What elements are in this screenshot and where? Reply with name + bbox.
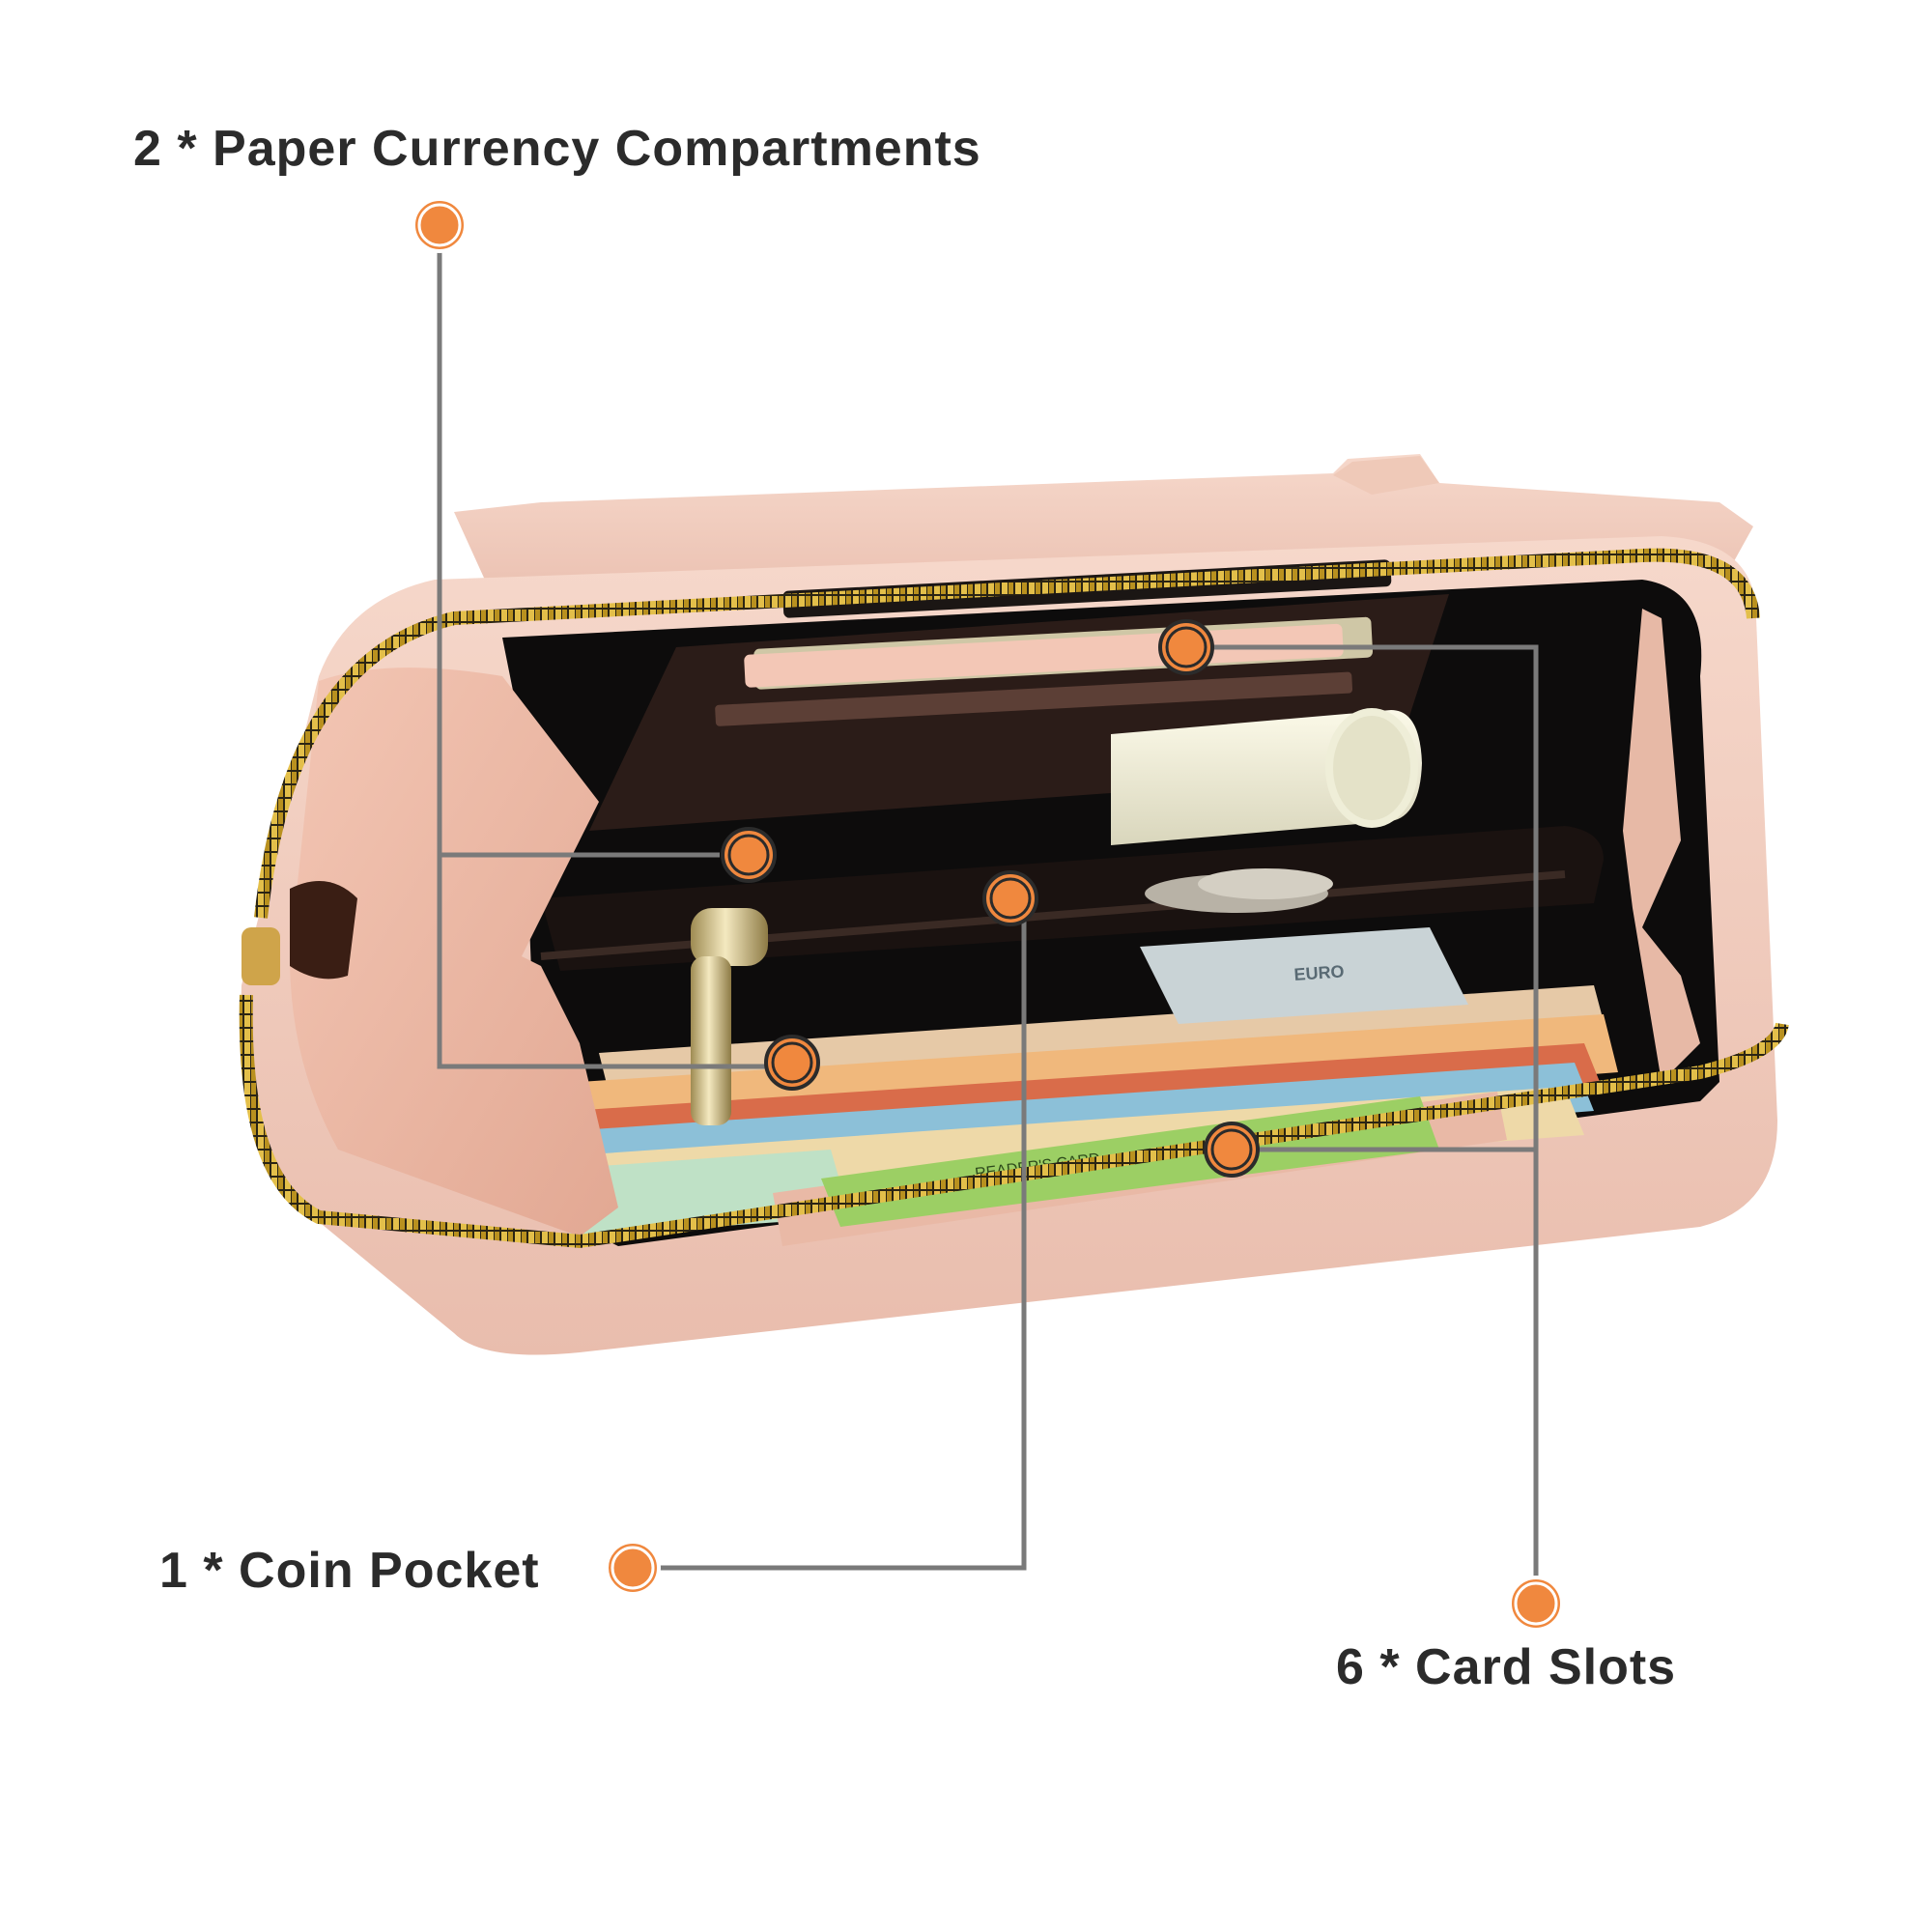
marker-card-slots-label <box>1508 1576 1564 1632</box>
euro-note-text: EURO <box>1293 961 1345 984</box>
wallet: EURO READER'S CARD <box>239 454 1789 1355</box>
marker-paper-currency-top <box>412 197 468 253</box>
paper-currency-label: 2 * Paper Currency Compartments <box>133 121 981 177</box>
marker-paper-currency-1 <box>721 827 777 883</box>
marker-coin-pocket-label <box>605 1540 661 1596</box>
marker-paper-currency-2 <box>764 1035 820 1091</box>
paper-currency-leader <box>437 225 773 1069</box>
marker-card-slots-2 <box>1204 1122 1260 1178</box>
card-slot-4 <box>715 671 1353 726</box>
coin-zipper-pull <box>691 956 731 1125</box>
right-gusset <box>1623 609 1700 1082</box>
coin-pocket-label: 1 * Coin Pocket <box>159 1543 540 1599</box>
coin-2 <box>1198 868 1333 899</box>
left-inner-gusset <box>290 881 357 980</box>
left-inner-flap <box>290 668 618 1236</box>
side-zipper-pull <box>242 927 280 985</box>
marker-card-slots-1 <box>1158 619 1214 675</box>
markers <box>412 197 1564 1632</box>
marker-coin-pocket <box>982 870 1038 926</box>
lipstick <box>1111 708 1422 845</box>
front-zipper-track <box>239 994 1789 1249</box>
coin-zipper-slider <box>691 908 768 966</box>
card-slots-label: 6 * Card Slots <box>1336 1639 1677 1695</box>
card-slots-leader <box>1212 644 1539 1589</box>
top-zipper-track <box>254 548 1760 919</box>
wallet-strap-tab <box>1333 456 1439 495</box>
